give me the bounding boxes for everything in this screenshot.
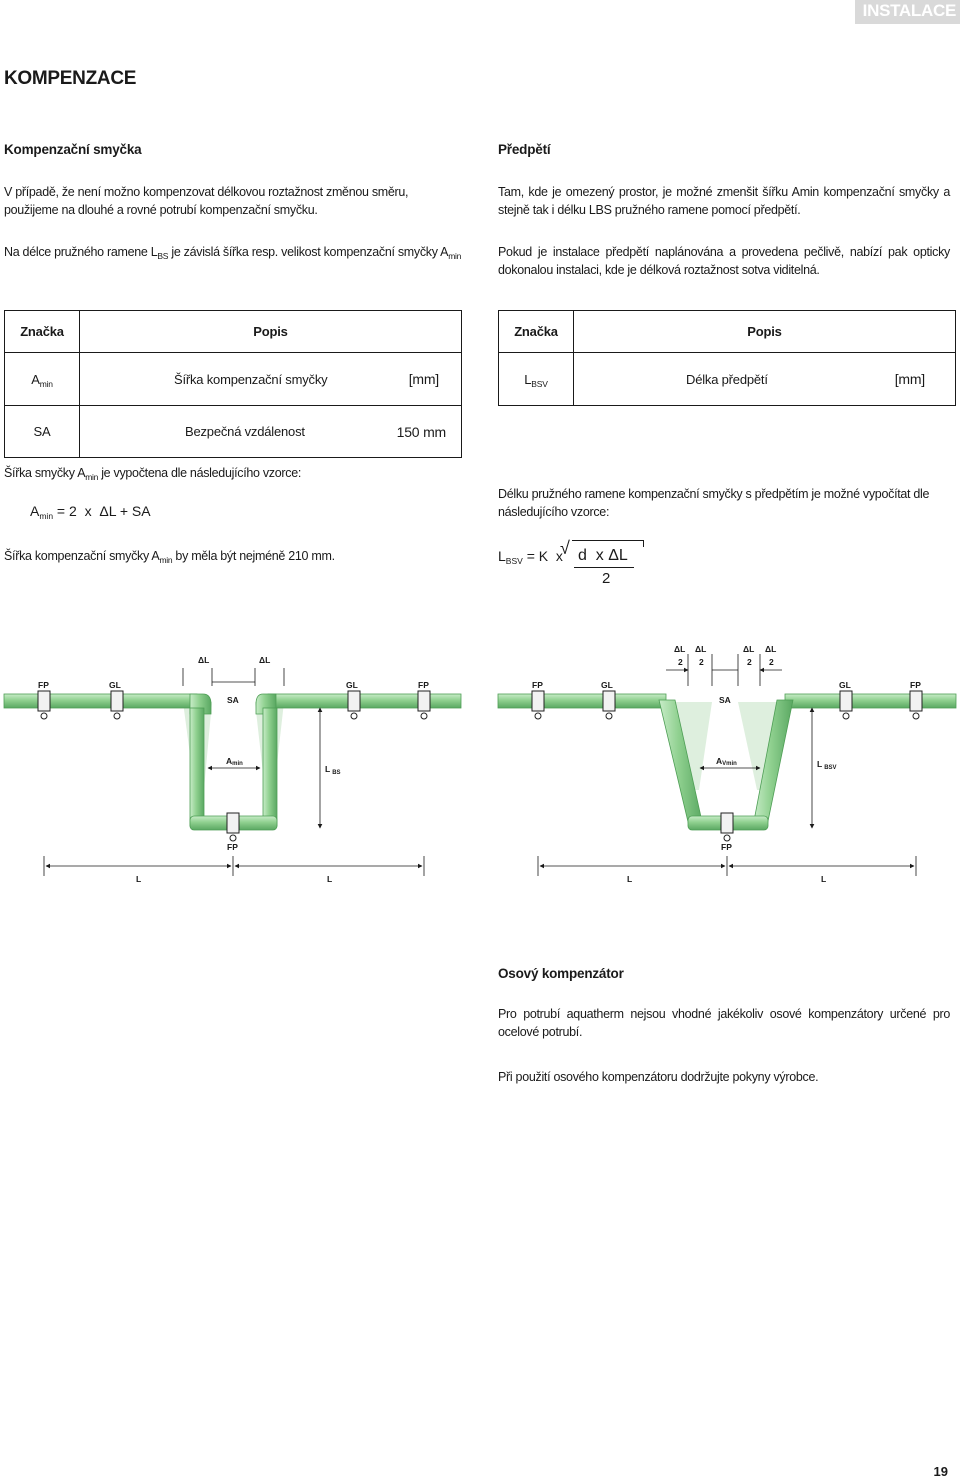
- label-delta-l: ΔL: [198, 655, 209, 665]
- formula-left-note: Šířka kompenzační smyčky Amin by měla bý…: [4, 549, 335, 565]
- formula-right-intro: Délku pružného ramene kompenzační smyčky…: [498, 487, 930, 519]
- section-label: INSTALACE: [854, 0, 960, 24]
- label-l: L: [627, 874, 632, 884]
- label-delta-l-half: ΔL: [695, 644, 706, 654]
- label-l: L: [136, 874, 141, 884]
- table-row: Amin Šířka kompenzační smyčky [mm]: [4, 352, 462, 406]
- sliding-clamp: [602, 690, 616, 712]
- paragraph-pretension-1: Tam, kde je omezený prostor, je možné zm…: [498, 185, 950, 217]
- table-row: LBSV Délka předpětí [mm]: [498, 352, 956, 406]
- page-title: KOMPENZACE: [4, 68, 137, 89]
- heading-axial-compensator: Osový kompenzátor: [498, 966, 624, 981]
- label-delta-l-half-den: 2: [769, 657, 774, 667]
- label-delta-l-half: ΔL: [674, 644, 685, 654]
- pipe-right-run: [267, 693, 462, 709]
- label-delta-l: ΔL: [259, 655, 270, 665]
- label-fp: FP: [418, 680, 429, 690]
- diagram-right: FP GL SA GL FP FP ΔL 2 ΔL 2 ΔL 2 ΔL 2 AV…: [497, 644, 957, 884]
- sliding-clamp: [110, 690, 124, 712]
- paragraph-pretension-2: Pokud je instalace předpětí naplánována …: [498, 245, 950, 277]
- table-head-symbol: Značka: [498, 310, 574, 353]
- paragraph-axial-2: Při použití osového kompenzátoru dodržuj…: [498, 1070, 819, 1084]
- label-fp: FP: [532, 680, 543, 690]
- label-delta-l-half: ΔL: [765, 644, 776, 654]
- paragraph-loop-dependence: Na délce pružného ramene LBS je závislá …: [4, 245, 462, 261]
- table-head-symbol: Značka: [4, 310, 80, 353]
- pipe-right-run: [784, 693, 957, 709]
- sliding-clamp: [839, 690, 853, 712]
- label-delta-l-half-den: 2: [678, 657, 683, 667]
- table-head-description: Popis: [79, 310, 462, 353]
- paragraph-loop-intro: V případě, že není možno kompenzovat dél…: [4, 185, 409, 217]
- table-row: SA Bezpečná vzdálenost 150 mm: [4, 405, 462, 458]
- label-amin: Amin: [226, 756, 243, 767]
- label-delta-l-half-den: 2: [699, 657, 704, 667]
- label-l: L: [327, 874, 332, 884]
- label-sa: SA: [227, 695, 239, 705]
- fraction-denominator: 2: [602, 570, 611, 587]
- page-number: 19: [933, 1464, 948, 1479]
- label-l: L: [821, 874, 826, 884]
- label-fp-bottom: FP: [721, 842, 732, 852]
- root-bar: [572, 540, 644, 541]
- label-gl: GL: [109, 680, 121, 690]
- fixed-point-clamp: [417, 690, 431, 712]
- fixed-point-clamp: [531, 690, 545, 712]
- pipe-loop-leg-right: [262, 707, 278, 827]
- heading-compensation-loop: Kompenzační smyčka: [4, 142, 142, 157]
- pipe-left-run: [3, 693, 198, 709]
- label-sa: SA: [719, 695, 731, 705]
- fraction-bar: [574, 567, 634, 568]
- label-gl: GL: [601, 680, 613, 690]
- label-delta-l-half-den: 2: [747, 657, 752, 667]
- fixed-point-clamp: [909, 690, 923, 712]
- expansion-shadow: [738, 702, 778, 790]
- heading-pretension: Předpětí: [498, 142, 551, 157]
- root-bar-end: [643, 540, 644, 547]
- paragraph-axial-1: Pro potrubí aquatherm nejsou vhodné jaké…: [498, 1007, 950, 1039]
- label-delta-l-half: ΔL: [743, 644, 754, 654]
- label-fp: FP: [910, 680, 921, 690]
- square-root-symbol: √: [560, 538, 570, 558]
- label-fp: FP: [38, 680, 49, 690]
- label-gl: GL: [346, 680, 358, 690]
- pipe-loop-leg-left: [189, 707, 205, 827]
- formula-lbsv: LBSV = K x: [498, 548, 571, 566]
- formula-amin: Amin = 2 x ΔL + SA: [30, 503, 151, 521]
- fixed-point-clamp: [37, 690, 51, 712]
- label-fp-bottom: FP: [227, 842, 238, 852]
- formula-left-intro: Šířka smyčky Amin je vypočtena dle násle…: [4, 466, 302, 482]
- fraction-numerator: d x ΔL: [578, 547, 628, 564]
- fixed-point-clamp: [720, 812, 734, 834]
- symbol-table-left: Značka Popis Amin Šířka kompenzační smyč…: [4, 310, 462, 458]
- fixed-point-clamp: [226, 812, 240, 834]
- pipe-left-run: [497, 693, 667, 709]
- symbol-table-right: Značka Popis LBSV Délka předpětí [mm]: [498, 310, 956, 406]
- sliding-clamp: [347, 690, 361, 712]
- table-head-description: Popis: [573, 310, 956, 353]
- label-gl: GL: [839, 680, 851, 690]
- label-av-min: AVmin: [716, 756, 737, 767]
